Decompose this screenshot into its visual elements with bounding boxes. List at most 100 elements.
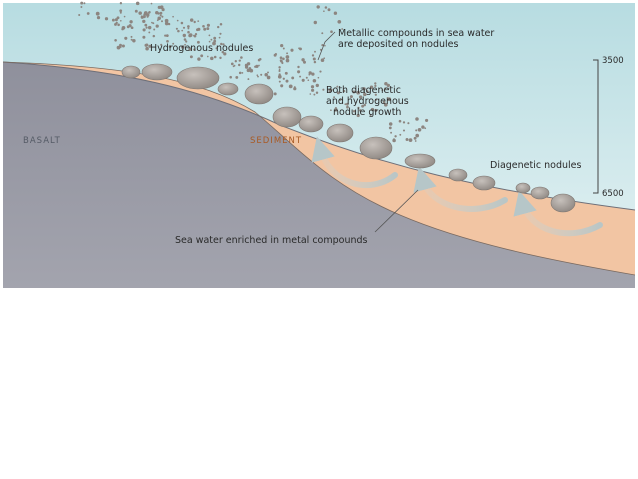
particle (301, 78, 305, 82)
particle (151, 21, 153, 24)
particle (288, 84, 293, 89)
particle (311, 72, 315, 76)
particle (183, 35, 186, 38)
particle (80, 1, 84, 5)
particle (159, 14, 162, 17)
particle (321, 32, 324, 35)
particle (346, 105, 349, 109)
particle (286, 52, 289, 55)
particle (387, 87, 390, 90)
particle (308, 73, 311, 76)
nodule (515, 182, 531, 194)
particle (121, 44, 125, 48)
particle (358, 95, 363, 99)
particle (213, 39, 217, 43)
nodule (141, 63, 173, 81)
particle (145, 26, 148, 29)
particle (324, 6, 328, 9)
particle (273, 92, 277, 96)
particle (298, 47, 301, 50)
particle (257, 75, 259, 78)
particle (374, 82, 377, 85)
particle (310, 85, 315, 89)
sediment-layer (3, 62, 635, 275)
particle (312, 78, 317, 83)
particle (237, 63, 241, 67)
particle (382, 100, 386, 104)
particle (86, 12, 90, 15)
particle (421, 125, 425, 129)
particle (219, 56, 222, 60)
particle (321, 43, 324, 47)
particle (129, 20, 133, 24)
flow-arrow-3 (513, 190, 603, 237)
particle (284, 71, 288, 75)
particle (233, 64, 236, 67)
seafloor-line (2, 61, 636, 211)
particle (172, 15, 174, 18)
particle (399, 133, 402, 136)
particle (315, 83, 319, 88)
particle (142, 15, 146, 19)
particle (135, 1, 140, 6)
particle (247, 78, 250, 81)
particle (196, 40, 200, 44)
label-basalt: BASALT (23, 136, 61, 146)
particle (299, 75, 302, 78)
particle (111, 18, 115, 22)
particle (150, 2, 153, 5)
particle (307, 79, 310, 82)
particle (181, 45, 185, 49)
particle (330, 109, 332, 112)
particle (95, 11, 100, 16)
nodule (359, 136, 393, 160)
particle (142, 35, 146, 39)
particle (290, 48, 294, 52)
depth-top-label: 3500 (602, 56, 624, 66)
particle (282, 77, 285, 80)
particle (282, 47, 285, 50)
particle (363, 103, 366, 107)
particle (278, 69, 281, 73)
particle (210, 56, 214, 61)
particle (267, 71, 269, 74)
particle (172, 42, 175, 45)
particle (165, 34, 169, 38)
particle (291, 76, 295, 80)
particle (384, 81, 388, 86)
particle (414, 140, 417, 142)
particle (241, 72, 244, 74)
particle (212, 41, 216, 46)
particle (213, 36, 217, 40)
particle (185, 40, 188, 43)
nodules (121, 63, 576, 213)
particle (238, 59, 241, 62)
particle (235, 75, 239, 79)
particle (313, 20, 317, 25)
particle (189, 18, 194, 22)
particle (308, 71, 312, 75)
particle (119, 2, 123, 5)
particle (281, 61, 284, 65)
particle (352, 90, 356, 94)
particle (219, 32, 222, 35)
particle (315, 91, 319, 94)
particle (361, 104, 364, 108)
particle (280, 43, 284, 48)
particle (164, 21, 169, 26)
particle (145, 46, 149, 51)
particle (346, 102, 349, 106)
particle (356, 113, 360, 118)
particle (352, 110, 356, 113)
particle (161, 8, 165, 12)
particle (313, 60, 317, 64)
particle (206, 27, 210, 31)
particle (374, 98, 378, 101)
flow-arrow-1 (311, 136, 398, 189)
particle (246, 62, 251, 66)
particle (230, 62, 234, 66)
particle (398, 119, 402, 123)
particle (314, 50, 316, 53)
particle (187, 25, 190, 28)
particle (303, 60, 306, 64)
